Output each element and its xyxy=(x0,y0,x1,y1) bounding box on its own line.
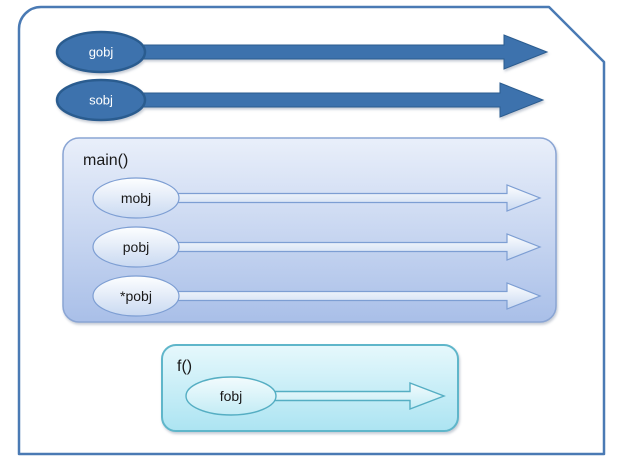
fobj-lifetime-arrow xyxy=(259,381,446,411)
main-scope-label: main() xyxy=(83,152,128,169)
sobj-lifetime-arrow xyxy=(114,82,545,118)
gobj-label: gobj xyxy=(89,45,114,60)
deref-pobj-label: *pobj xyxy=(120,288,152,304)
fobj-label: fobj xyxy=(220,388,243,404)
gobj-lifetime-arrow xyxy=(114,34,549,70)
pobj-ellipse xyxy=(92,226,180,268)
deref-pobj-ellipse xyxy=(92,275,180,317)
pobj-lifetime-arrow xyxy=(171,233,542,261)
deref-pobj-lifetime-arrow xyxy=(171,282,542,310)
f-objects-group: fobj xyxy=(185,376,446,416)
main-objects-group: mobj pobj *pobj xyxy=(92,177,542,317)
mobj-lifetime-arrow xyxy=(171,184,542,212)
sobj-label: sobj xyxy=(89,93,113,108)
mobj-label: mobj xyxy=(121,190,151,206)
sobj-ellipse xyxy=(55,78,147,122)
global-objects-group: gobj sobj xyxy=(55,30,549,122)
fobj-ellipse xyxy=(185,376,277,416)
gobj-ellipse xyxy=(55,30,147,74)
main-scope-box xyxy=(62,137,557,323)
mobj-ellipse xyxy=(92,177,180,219)
f-scope-label: f() xyxy=(177,358,192,375)
pobj-label: pobj xyxy=(123,239,149,255)
